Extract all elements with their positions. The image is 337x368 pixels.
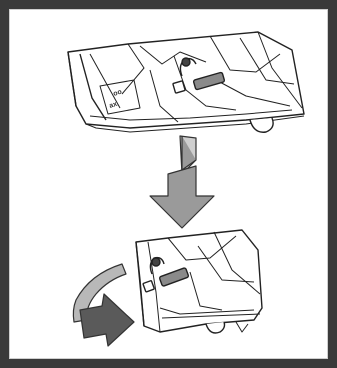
illustration-panel: oo ax. bbox=[9, 9, 328, 359]
folding-instructions-illustration: oo ax. bbox=[10, 10, 329, 360]
curved-fold-arrow-icon bbox=[73, 264, 134, 346]
step-2-folded-bag bbox=[136, 230, 262, 333]
step-1-unfolded-bag bbox=[68, 32, 304, 132]
down-arrow-icon bbox=[150, 136, 214, 228]
